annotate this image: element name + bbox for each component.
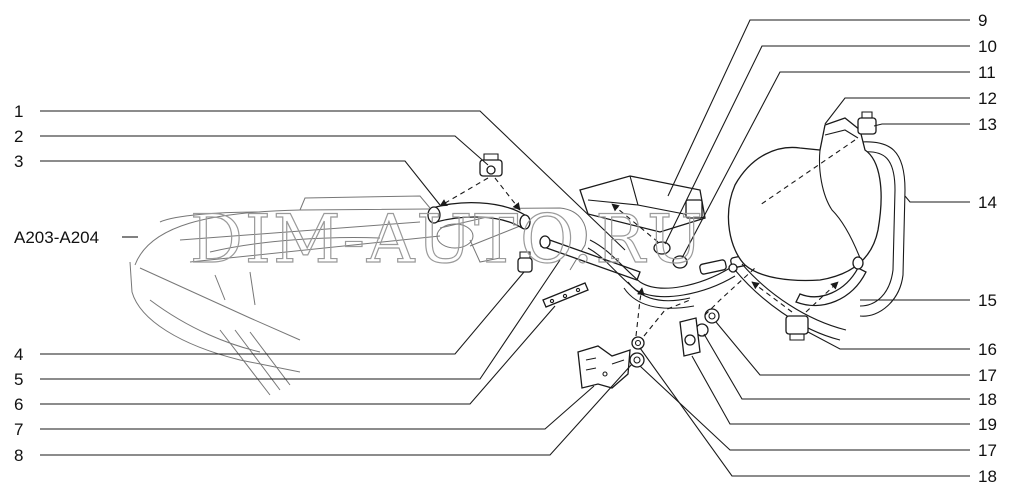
strap-part-6 (542, 282, 589, 308)
callout-7: 7 (14, 420, 23, 439)
leader-lines (40, 19, 970, 477)
callout-8: 8 (14, 446, 23, 465)
callout-4: 4 (14, 345, 23, 364)
fittings-right (679, 308, 720, 357)
callout-5: 5 (14, 370, 23, 389)
clamp-part-13 (857, 111, 877, 135)
hose-part-3 (427, 202, 531, 230)
callouts-left: 1 2 3 A203-A204 4 5 6 7 8 (14, 102, 99, 465)
washer-part-18 (631, 336, 645, 350)
fuel-pipes-main (587, 239, 736, 309)
callout-13: 13 (978, 115, 997, 134)
clamp-part-2 (479, 153, 503, 177)
clip-part-4 (517, 251, 533, 273)
callout-12: 12 (978, 89, 997, 108)
callout-10: 10 (978, 37, 997, 56)
variant-label: A203-A204 (14, 228, 99, 247)
clamp-part-16 (785, 315, 809, 341)
hose-part-15 (795, 256, 867, 307)
callout-14: 14 (978, 193, 997, 212)
callout-9: 9 (978, 11, 987, 30)
callout-15: 15 (978, 291, 997, 310)
washer-part-17 (629, 352, 645, 368)
callout-11: 11 (978, 63, 996, 82)
bracket-part-7 (577, 345, 631, 389)
callout-6: 6 (14, 395, 23, 414)
expansion-tank-part-12 (727, 117, 882, 282)
watermark: DIM-AUTO.RU (190, 201, 705, 278)
callout-18a: 18 (978, 390, 997, 409)
callout-18b: 18 (978, 467, 997, 486)
callout-17b: 17 (978, 441, 997, 460)
callout-16: 16 (978, 340, 997, 359)
bracket-housing-part-9 (579, 175, 706, 269)
callout-1: 1 (14, 102, 23, 121)
callout-2: 2 (14, 127, 23, 146)
callouts-right: 9 10 11 12 13 14 15 16 17 18 19 17 18 (978, 11, 997, 486)
callout-19: 19 (978, 415, 997, 434)
vehicle-tank-outline (129, 195, 587, 396)
hose-part-14 (734, 141, 906, 341)
callout-3: 3 (14, 152, 23, 171)
callout-17a: 17 (978, 366, 997, 385)
